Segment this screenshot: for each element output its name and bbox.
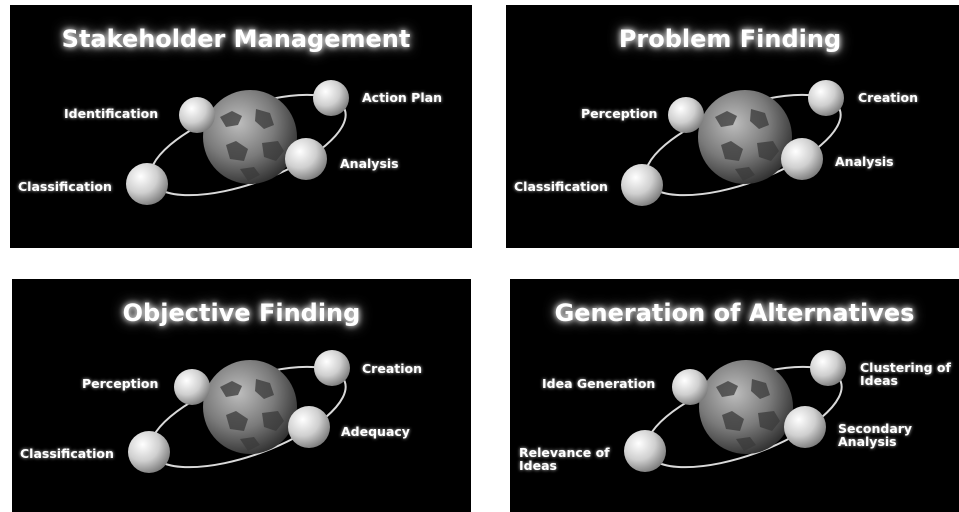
moon-left-top [668, 97, 704, 133]
label-left-bottom: Classification [514, 179, 608, 194]
label-left-top: Perception [581, 106, 658, 121]
label-left-top: Perception [82, 376, 159, 391]
label-left-bottom: Classification [20, 446, 114, 461]
moon-left-top [179, 97, 215, 133]
label-right-top: Clustering of Ideas [860, 360, 951, 388]
central-planet [699, 360, 793, 454]
moon-right-top [808, 80, 844, 116]
orbit-diagram [126, 80, 349, 205]
moon-left-bottom [128, 431, 170, 473]
label-left-bottom: Relevance of Ideas [519, 445, 610, 473]
label-left-top: Identification [64, 106, 159, 121]
panel-objective-finding: Objective Finding Perception Classificat… [12, 279, 471, 512]
orbit-diagram [621, 80, 844, 206]
moon-left-top [672, 369, 708, 405]
central-planet [698, 90, 792, 184]
moon-left-bottom [621, 164, 663, 206]
panel-stakeholder-management: Stakeholder Management Identification Cl… [10, 5, 472, 248]
central-planet [203, 360, 297, 454]
panel-title: Objective Finding [122, 299, 361, 327]
panel-problem-finding: Problem Finding Perception Classificatio… [506, 5, 959, 248]
label-left-top: Idea Generation [542, 376, 656, 391]
label-right-top: Creation [362, 361, 422, 376]
panel-generation-of-alternatives: Generation of Alternatives Idea Generati… [510, 279, 959, 512]
moon-right-top [313, 80, 349, 116]
moon-right-top [314, 350, 350, 386]
central-planet [203, 90, 297, 184]
panel-title: Problem Finding [618, 25, 842, 53]
moon-left-top [174, 369, 210, 405]
panel-title: Stakeholder Management [61, 25, 411, 53]
moon-right-bottom [784, 406, 826, 448]
moon-right-bottom [285, 138, 327, 180]
moon-right-bottom [288, 406, 330, 448]
label-right-bottom: Analysis [835, 154, 894, 169]
label-right-top: Creation [858, 90, 918, 105]
label-right-bottom: Analysis [340, 156, 399, 171]
label-left-bottom: Classification [18, 179, 112, 194]
moon-right-top [810, 350, 846, 386]
label-right-top: Action Plan [362, 90, 442, 105]
label-right-bottom: Adequacy [341, 424, 410, 439]
label-right-bottom: Secondary Analysis [838, 421, 913, 449]
orbit-diagram [128, 350, 350, 473]
moon-left-bottom [624, 430, 666, 472]
moon-right-bottom [781, 138, 823, 180]
orbit-diagram [624, 350, 846, 472]
panel-title: Generation of Alternatives [554, 299, 915, 327]
moon-left-bottom [126, 163, 168, 205]
